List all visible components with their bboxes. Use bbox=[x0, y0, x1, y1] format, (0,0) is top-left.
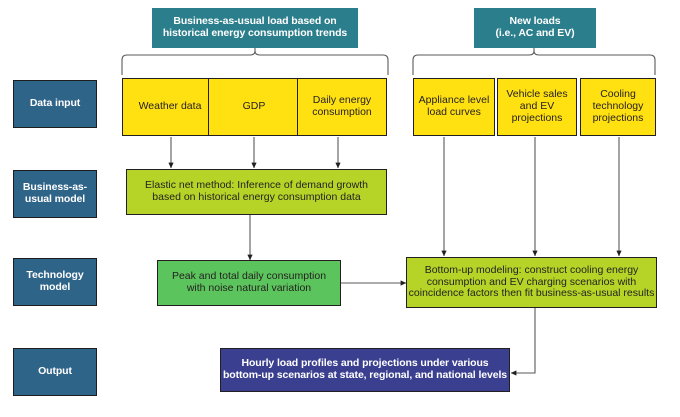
data-box-weather-data: Weather data bbox=[122, 78, 218, 136]
wire-bottomup-to-output bbox=[510, 308, 536, 376]
output-box-hourly-load-profiles: Hourly load profiles and projections und… bbox=[220, 348, 510, 392]
data-box-gdp: GDP bbox=[208, 78, 300, 136]
data-box-cooling-technology-projections: Cooling technology projections bbox=[580, 78, 656, 136]
data-box-daily-energy-consumption: Daily energy consumption bbox=[297, 78, 387, 136]
process-box-peak-total-daily-consumption: Peak and total daily consumption with no… bbox=[157, 260, 341, 306]
new-loads-bracket bbox=[412, 48, 656, 75]
stage-label-bau-model: Business-as- usual model bbox=[13, 170, 97, 218]
data-box-appliance-level-load-curves: Appliance level load curves bbox=[413, 78, 495, 136]
stage-label-technology-model: Technology model bbox=[13, 258, 97, 306]
new-loads-header: New loads (i.e., AC and EV) bbox=[474, 8, 596, 48]
bau-header: Business-as-usual load based on historic… bbox=[152, 8, 358, 48]
stage-label-data-input: Data input bbox=[13, 80, 97, 128]
data-box-vehicle-sales-ev-projections: Vehicle sales and EV projections bbox=[497, 78, 577, 136]
stage-label-output: Output bbox=[13, 348, 97, 396]
process-box-bottom-up-modeling: Bottom-up modeling: construct cooling en… bbox=[406, 257, 657, 308]
process-box-elastic-net-method: Elastic net method: Inference of demand … bbox=[126, 169, 387, 215]
bau-bracket bbox=[121, 48, 389, 75]
